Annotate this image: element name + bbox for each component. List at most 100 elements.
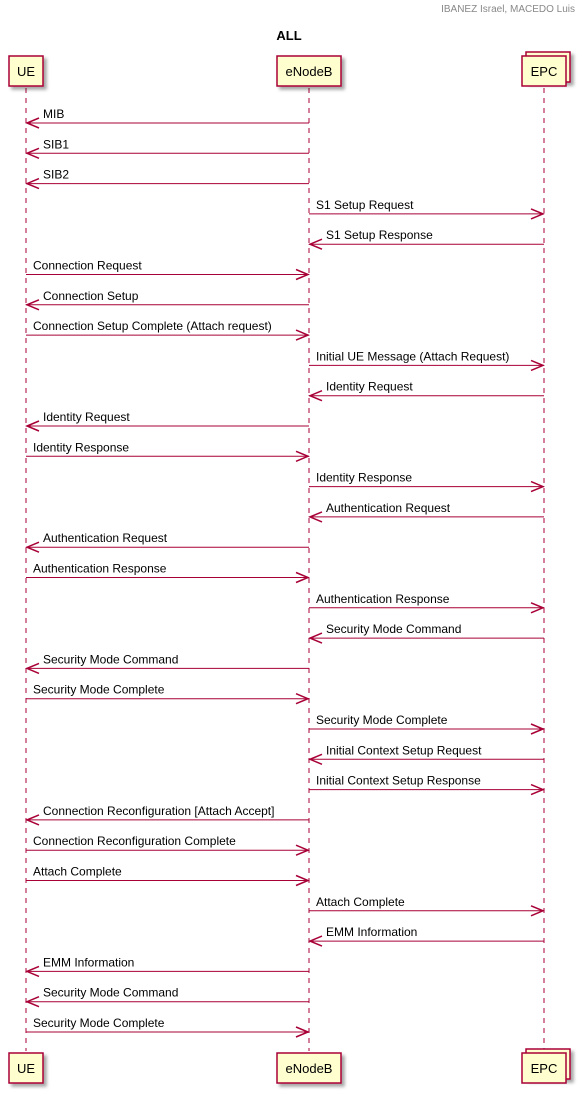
- message-label: Attach Complete: [33, 865, 122, 879]
- message: Connection Request: [26, 259, 310, 281]
- participant-label: eNodeB: [286, 1061, 333, 1076]
- message-label: EMM Information: [326, 925, 417, 939]
- message-label: Initial Context Setup Response: [316, 774, 481, 788]
- message-arrowhead: [308, 238, 323, 250]
- participant-enb-top: eNodeB: [276, 55, 342, 87]
- message-arrowhead: [25, 541, 40, 553]
- message-label: Attach Complete: [316, 895, 405, 909]
- message: Identity Request: [25, 410, 309, 432]
- message: EMM Information: [25, 955, 309, 978]
- message-label: Connection Reconfiguration [Attach Accep…: [43, 804, 274, 818]
- message-label: Security Mode Complete: [33, 683, 165, 697]
- message-label: Initial UE Message (Attach Request): [316, 349, 509, 363]
- diagram-title: ALL: [276, 28, 301, 43]
- message-arrowhead: [530, 480, 545, 493]
- participant-label: eNodeB: [286, 64, 333, 79]
- message-label: Authentication Request: [43, 531, 168, 545]
- participant-ue-bottom: UE: [8, 1052, 44, 1084]
- participant-epc-bottom: EPC: [521, 1048, 571, 1084]
- message-label: SIB2: [43, 168, 69, 182]
- message: Authentication Response: [309, 592, 545, 614]
- message-arrowhead: [295, 844, 310, 856]
- message-label: Authentication Request: [326, 501, 451, 515]
- message-label: Identity Request: [326, 380, 413, 394]
- message: Identity Response: [26, 440, 310, 462]
- message-arrowhead: [295, 268, 310, 281]
- message-arrowhead: [25, 177, 40, 190]
- participant-label: EPC: [531, 1061, 558, 1076]
- message-label: Connection Request: [33, 259, 142, 273]
- message-label: Security Mode Command: [43, 652, 178, 666]
- message: Attach Complete: [26, 865, 310, 887]
- message-arrowhead: [295, 693, 310, 705]
- message-arrowhead: [295, 874, 310, 887]
- message: S1 Setup Request: [309, 198, 545, 220]
- message-label: Authentication Response: [316, 592, 450, 606]
- message: Connection Reconfiguration [Attach Accep…: [25, 804, 309, 826]
- message-label: Security Mode Command: [326, 622, 461, 636]
- message: Identity Response: [309, 471, 545, 493]
- message: Initial Context Setup Request: [308, 743, 544, 765]
- message: S1 Setup Response: [308, 228, 544, 250]
- message-arrowhead: [308, 935, 323, 947]
- message-arrowhead: [308, 632, 323, 644]
- message-label: S1 Setup Request: [316, 198, 414, 212]
- message: Security Mode Complete: [26, 683, 310, 705]
- message-label: Identity Request: [43, 410, 130, 424]
- message-arrowhead: [308, 753, 323, 765]
- message-label: Identity Response: [316, 471, 412, 485]
- message-arrowhead: [530, 723, 545, 735]
- message-label: MIB: [43, 107, 64, 121]
- message: Security Mode Command: [25, 986, 309, 1008]
- message-label: Connection Setup: [43, 289, 139, 303]
- message: Attach Complete: [309, 895, 545, 917]
- message: Security Mode Command: [308, 622, 544, 644]
- message-label: Connection Setup Complete (Attach reques…: [33, 319, 272, 333]
- message-label: EMM Information: [43, 955, 134, 969]
- lifelines: [25, 88, 545, 1051]
- message-arrowhead: [530, 905, 545, 917]
- message-arrowhead: [295, 450, 310, 462]
- message-arrowhead: [308, 511, 323, 523]
- message: Identity Request: [308, 380, 544, 402]
- message-arrowhead: [25, 996, 40, 1008]
- message-arrowhead: [25, 117, 40, 129]
- message-label: Identity Response: [33, 440, 129, 454]
- message-arrowhead: [295, 1026, 310, 1038]
- message-label: Security Mode Command: [43, 986, 178, 1000]
- message-arrowhead: [308, 390, 323, 402]
- participant-boxes: UE UE eNodeB eNodeB EPC EPC: [8, 51, 571, 1084]
- message: Connection Reconfiguration Complete: [26, 834, 310, 856]
- participant-label: UE: [17, 1061, 35, 1076]
- message: Connection Setup Complete (Attach reques…: [26, 319, 310, 341]
- message-label: Security Mode Complete: [33, 1016, 165, 1030]
- message-label: S1 Setup Response: [326, 228, 433, 242]
- message-arrowhead: [25, 147, 40, 159]
- participant-label: UE: [17, 64, 35, 79]
- message-arrowhead: [295, 571, 310, 584]
- message: Security Mode Complete: [26, 1016, 310, 1038]
- message-arrowhead: [25, 299, 40, 311]
- message: Authentication Request: [25, 531, 309, 553]
- message-arrowhead: [530, 602, 545, 614]
- message-arrowhead: [530, 783, 545, 796]
- message: Connection Setup: [25, 289, 309, 311]
- message: Security Mode Command: [25, 652, 309, 675]
- message: Initial UE Message (Attach Request): [309, 349, 545, 372]
- participant-ue-top: UE: [8, 55, 44, 87]
- message: SIB1: [25, 137, 309, 159]
- message-label: Security Mode Complete: [316, 713, 448, 727]
- message: Security Mode Complete: [309, 713, 545, 735]
- message-arrowhead: [295, 329, 310, 341]
- diagram-author-header: IBANEZ Israel, MACEDO Luis: [441, 4, 575, 15]
- message-label: SIB1: [43, 137, 69, 151]
- message: SIB2: [25, 168, 309, 190]
- message: EMM Information: [308, 925, 544, 947]
- message: Initial Context Setup Response: [309, 774, 545, 796]
- message-arrowhead: [25, 420, 40, 432]
- participant-epc-top: EPC: [521, 51, 571, 87]
- message: Authentication Response: [26, 562, 310, 584]
- message-label: Initial Context Setup Request: [326, 743, 482, 757]
